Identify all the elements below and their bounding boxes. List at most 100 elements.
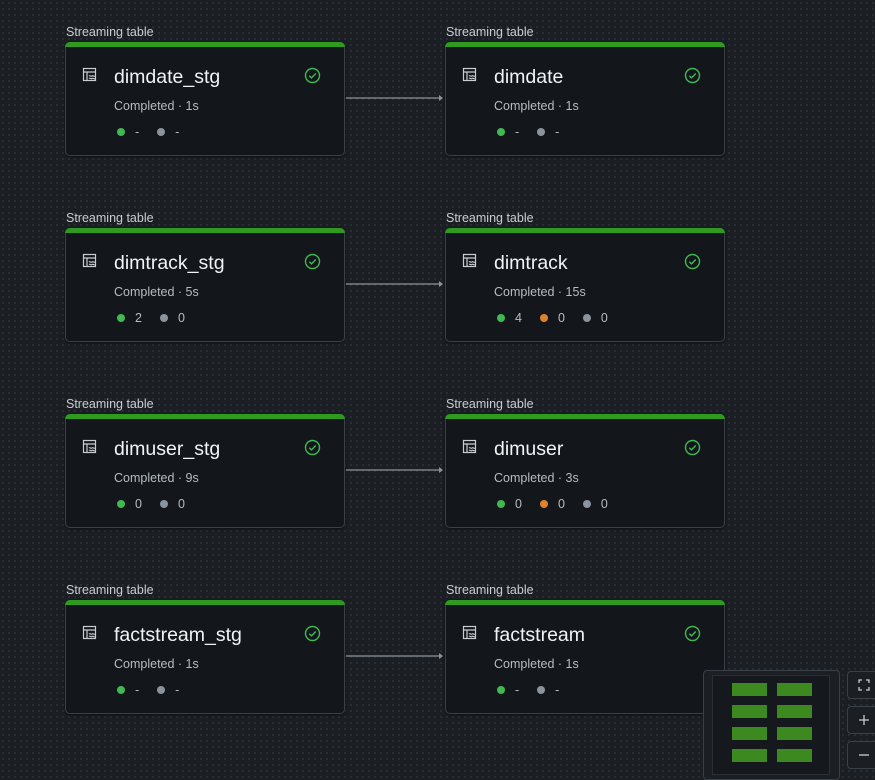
node-type-label: Streaming table	[446, 397, 534, 411]
node-type-label: Streaming table	[66, 211, 154, 225]
metric-value: 0	[177, 497, 185, 511]
zoom-in-icon	[859, 715, 869, 725]
streaming-table-icon	[462, 439, 477, 454]
node-status: Completed · 1s	[114, 657, 199, 671]
check-circle-icon	[304, 439, 321, 456]
metric-value: -	[555, 125, 560, 139]
gray-status-dot	[582, 314, 591, 322]
metric-gray: 0	[582, 311, 608, 325]
metric-orange: 0	[539, 497, 565, 511]
metric-value: 0	[600, 311, 608, 325]
node-name[interactable]: dimuser	[494, 438, 564, 460]
minimap-node	[732, 727, 767, 740]
gray-status-dot	[537, 128, 546, 136]
metric-orange: 0	[539, 311, 565, 325]
node-status: Completed · 15s	[494, 285, 586, 299]
node-name[interactable]: dimtrack	[494, 252, 568, 274]
edge-arrow	[346, 653, 443, 659]
gray-status-dot	[582, 500, 591, 508]
node-name[interactable]: factstream	[494, 624, 586, 646]
node-metrics: --	[117, 683, 197, 697]
check-circle-icon	[304, 67, 321, 84]
minimap-node	[732, 683, 767, 696]
check-circle-icon	[684, 439, 701, 456]
metric-value: 0	[557, 497, 565, 511]
green-status-dot	[117, 686, 125, 694]
minimap[interactable]	[703, 670, 840, 780]
node-metrics: --	[497, 683, 577, 697]
zoom-in-button[interactable]	[847, 706, 875, 734]
metric-gray: 0	[159, 497, 185, 511]
edge-arrow	[346, 467, 443, 473]
check-circle-icon	[304, 253, 321, 270]
check-circle-icon	[684, 625, 701, 642]
node-name[interactable]: dimtrack_stg	[114, 252, 225, 274]
node-type-label: Streaming table	[66, 25, 154, 39]
node-metrics: 0 0 0	[497, 497, 626, 511]
metric-value: 4	[515, 311, 522, 325]
gray-status-dot	[157, 686, 166, 694]
fit-view-button[interactable]	[847, 671, 875, 699]
node-name[interactable]: dimuser_stg	[114, 438, 221, 460]
streaming-table-icon	[462, 625, 477, 640]
orange-status-dot	[539, 500, 548, 508]
node-status: Completed · 1s	[494, 657, 579, 671]
metric-gray: 0	[582, 497, 608, 511]
metric-value: -	[555, 683, 560, 697]
node-name[interactable]: dimdate	[494, 66, 564, 88]
streaming-table-icon	[462, 253, 477, 268]
zoom-out-button[interactable]	[847, 741, 875, 769]
metric-value: -	[135, 683, 140, 697]
metric-gray: -	[537, 125, 559, 139]
node-type-label: Streaming table	[446, 211, 534, 225]
metric-green: 2	[117, 311, 142, 325]
metric-value: 2	[135, 311, 142, 325]
node-name[interactable]: dimdate_stg	[114, 66, 221, 88]
green-status-dot	[497, 500, 505, 508]
metric-value: 0	[515, 497, 522, 511]
metric-green: 4	[497, 311, 522, 325]
minimap-node	[732, 705, 767, 718]
node-metrics: 4 0 0	[497, 311, 626, 325]
green-status-dot	[497, 314, 505, 322]
streaming-table-icon	[82, 625, 97, 640]
metric-value: 0	[135, 497, 142, 511]
minimap-node	[732, 749, 767, 762]
metric-gray: -	[157, 683, 179, 697]
minimap-node	[777, 749, 812, 762]
check-circle-icon	[684, 253, 701, 270]
gray-status-dot	[159, 314, 168, 322]
node-name[interactable]: factstream_stg	[114, 624, 242, 646]
gray-status-dot	[159, 500, 168, 508]
green-status-dot	[497, 686, 505, 694]
edge-arrow	[346, 95, 443, 101]
minimap-viewport	[712, 675, 830, 775]
streaming-table-icon	[82, 253, 97, 268]
metric-value: -	[175, 683, 180, 697]
gray-status-dot	[157, 128, 166, 136]
node-metrics: --	[497, 125, 577, 139]
metric-value: 0	[177, 311, 185, 325]
metric-value: -	[135, 125, 140, 139]
metric-value: -	[175, 125, 180, 139]
node-status: Completed · 1s	[114, 99, 199, 113]
minimap-node	[777, 727, 812, 740]
node-type-label: Streaming table	[446, 25, 534, 39]
check-circle-icon	[304, 625, 321, 642]
minimap-node	[777, 705, 812, 718]
metric-gray: 0	[159, 311, 185, 325]
streaming-table-icon	[462, 67, 477, 82]
metric-green: 0	[117, 497, 142, 511]
green-status-dot	[117, 128, 125, 136]
zoom-out-icon	[859, 754, 869, 756]
node-status: Completed · 1s	[494, 99, 579, 113]
